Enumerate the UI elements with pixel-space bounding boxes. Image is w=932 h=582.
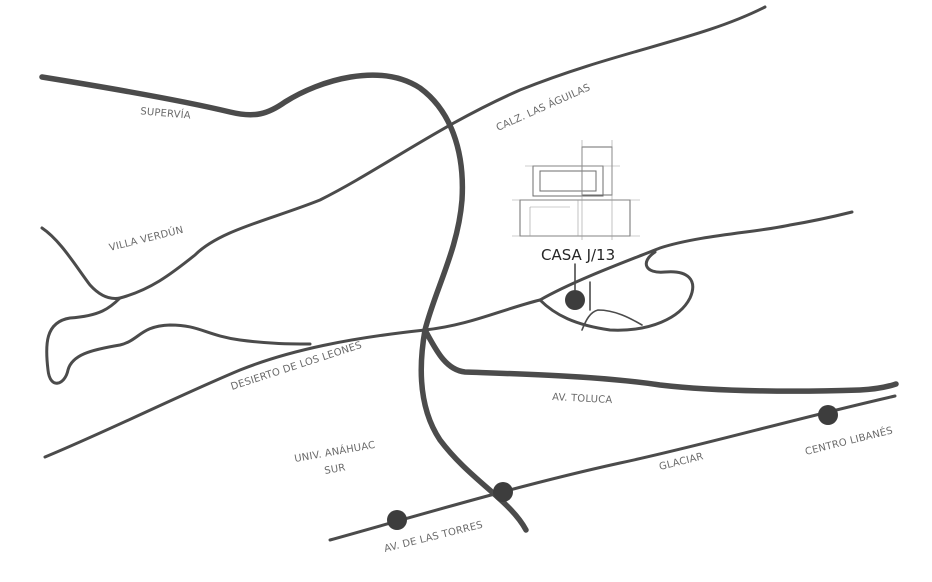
road-casa-loop-inner[interactable] bbox=[538, 250, 695, 332]
road-av-toluca[interactable] bbox=[422, 327, 899, 394]
label-centro-libanes: CENTRO LIBANÉS bbox=[804, 424, 895, 458]
label-villa-verdun: VILLA VERDÚN bbox=[108, 223, 185, 254]
label-glaciar: GLACIAR bbox=[658, 451, 705, 473]
road-casa-loop[interactable] bbox=[538, 210, 854, 302]
location-pin-icon[interactable] bbox=[565, 290, 585, 310]
location-title: CASA J/13 bbox=[541, 246, 615, 264]
label-univ-anahuac-sur: SUR bbox=[324, 462, 347, 477]
road-calz-las-aguilas[interactable] bbox=[118, 5, 767, 300]
transit-stop-icon[interactable] bbox=[818, 405, 838, 425]
road-casa-access-1[interactable] bbox=[581, 309, 643, 331]
label-av-toluca: AV. TOLUCA bbox=[552, 392, 613, 406]
label-univ-anahuac: UNIV. ANÁHUAC bbox=[293, 438, 376, 465]
transit-stop-icon[interactable] bbox=[387, 510, 407, 530]
road-supervia[interactable] bbox=[39, 72, 529, 533]
road-glaciar[interactable] bbox=[328, 394, 897, 542]
road-desierto-de-los-leones[interactable] bbox=[43, 298, 542, 459]
label-calz-las-aguilas: CALZ. LAS ÁGUILAS bbox=[494, 80, 592, 133]
transit-stop-icon[interactable] bbox=[493, 482, 513, 502]
building-sketch-icon bbox=[512, 140, 640, 240]
road-villa-verdun[interactable] bbox=[40, 226, 312, 385]
label-supervia: SUPERVÍA bbox=[140, 104, 192, 121]
